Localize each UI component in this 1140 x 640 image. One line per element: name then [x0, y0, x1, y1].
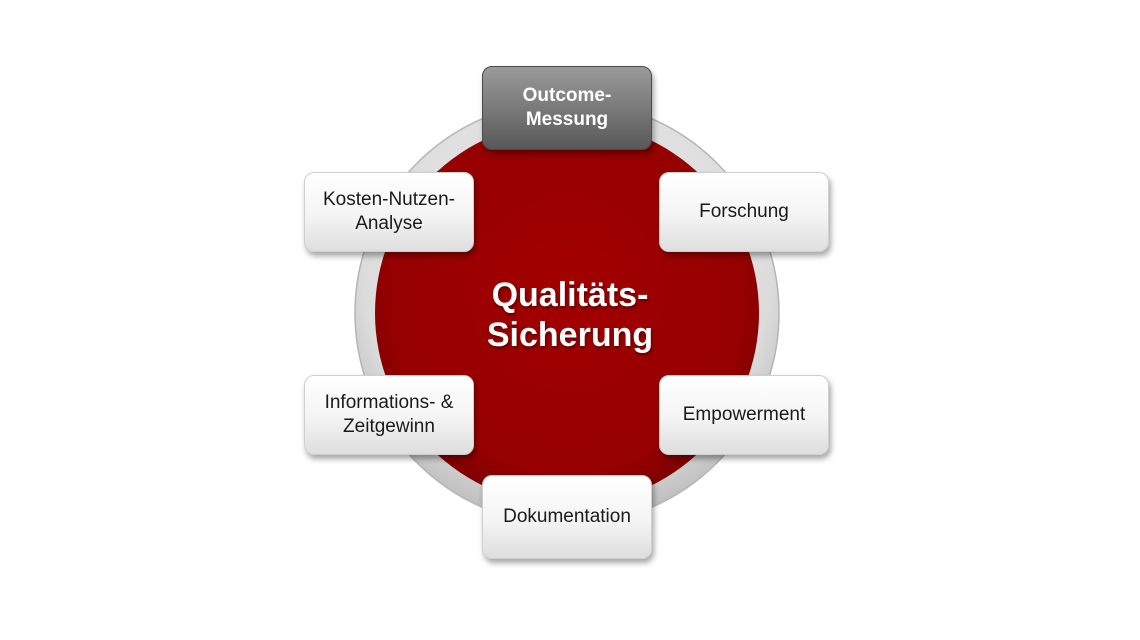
node-forschung: Forschung: [659, 172, 829, 252]
center-title: Qualitäts- Sicherung: [430, 275, 710, 355]
node-dokumentation-line-1: Dokumentation: [503, 506, 631, 527]
node-dokumentation: Dokumentation: [482, 475, 652, 559]
center-title-line-1: Qualitäts-: [491, 276, 649, 314]
node-informations-zeitgewinn: Informations- & Zeitgewinn: [304, 375, 474, 455]
node-forschung-line-1: Forschung: [699, 201, 789, 222]
node-informations-zeitgewinn-line-1: Informations- &: [324, 392, 454, 413]
node-informations-zeitgewinn-line-2: Zeitgewinn: [343, 416, 435, 437]
node-outcome-messung-line-1: Outcome-: [522, 85, 612, 106]
node-kosten-nutzen-analyse: Kosten-Nutzen- Analyse: [304, 172, 474, 252]
node-outcome-messung: Outcome- Messung: [482, 66, 652, 150]
node-kosten-nutzen-analyse-line-1: Kosten-Nutzen-: [322, 189, 455, 210]
node-empowerment-line-1: Empowerment: [682, 404, 806, 425]
node-outcome-messung-line-2: Messung: [525, 109, 609, 130]
center-title-line-2: Sicherung: [486, 316, 654, 354]
node-kosten-nutzen-analyse-line-2: Analyse: [355, 213, 423, 234]
node-empowerment: Empowerment: [659, 375, 829, 455]
